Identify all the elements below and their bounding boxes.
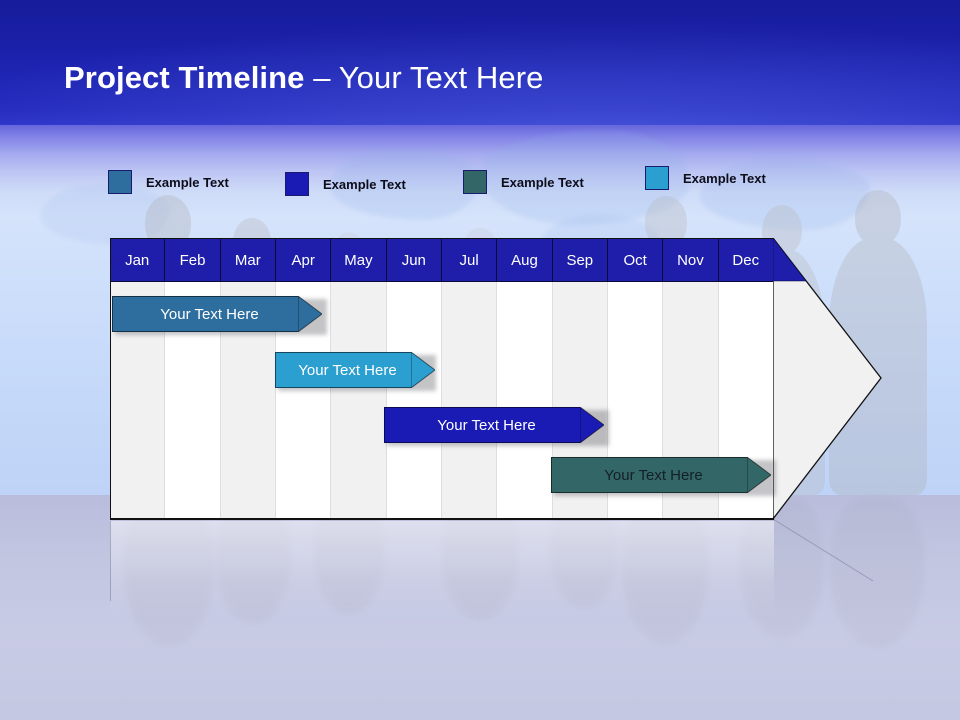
legend-swatch-teal-icon bbox=[463, 170, 487, 194]
page-title-separator: – bbox=[304, 60, 339, 95]
month-header-jan[interactable]: Jan bbox=[110, 239, 166, 281]
page-title: Project Timeline – Your Text Here bbox=[64, 60, 543, 96]
chart-reflection-left-edge bbox=[110, 521, 111, 601]
task-bar-2[interactable]: Your Text Here bbox=[275, 352, 435, 388]
chart-left-rule bbox=[110, 238, 111, 519]
task-bar-3-label: Your Text Here bbox=[437, 416, 536, 434]
gantt-column-jan bbox=[110, 238, 166, 519]
task-bar-1[interactable]: Your Text Here bbox=[112, 296, 322, 332]
gantt-column-jul bbox=[441, 238, 498, 519]
world-map-shape bbox=[40, 185, 170, 245]
timeline-arrowhead-shadow bbox=[773, 519, 874, 582]
gantt-chart: Jan Feb Mar Apr May Jun Jul Aug Sep Oct … bbox=[110, 238, 776, 520]
chart-floor-reflection bbox=[110, 521, 774, 617]
month-header-apr[interactable]: Apr bbox=[275, 239, 332, 281]
world-map-shape bbox=[330, 150, 480, 220]
task-bar-2-label: Your Text Here bbox=[298, 361, 397, 379]
gantt-column-feb bbox=[165, 238, 221, 519]
legend-label-1: Example Text bbox=[146, 174, 229, 190]
month-header-nov[interactable]: Nov bbox=[663, 239, 719, 281]
legend-item-3[interactable]: Example Text bbox=[463, 170, 584, 194]
floor-reflection bbox=[830, 496, 924, 648]
gantt-column-aug bbox=[497, 238, 553, 519]
chart-bottom-rule bbox=[110, 518, 774, 520]
task-bar-1-tip-icon bbox=[298, 296, 322, 332]
month-header-dec[interactable]: Dec bbox=[718, 239, 773, 281]
gantt-month-header: Jan Feb Mar Apr May Jun Jul Aug Sep Oct … bbox=[110, 238, 773, 281]
legend-swatch-cyan-icon bbox=[645, 166, 669, 190]
legend-label-2: Example Text bbox=[323, 176, 406, 192]
legend-item-4[interactable]: Example Text bbox=[645, 166, 766, 190]
task-bar-4-tip-icon bbox=[747, 457, 771, 493]
task-bar-3-tip-icon bbox=[580, 407, 604, 443]
world-map-shape bbox=[700, 160, 870, 230]
title-banner bbox=[0, 0, 960, 125]
task-bar-4[interactable]: Your Text Here bbox=[551, 457, 771, 493]
legend: Example Text Example Text Example Text E… bbox=[108, 164, 828, 200]
month-header-jul[interactable]: Jul bbox=[441, 239, 498, 281]
month-header-oct[interactable]: Oct bbox=[607, 239, 664, 281]
task-bar-4-label: Your Text Here bbox=[604, 466, 703, 484]
legend-item-2[interactable]: Example Text bbox=[285, 172, 406, 196]
task-bar-1-label: Your Text Here bbox=[160, 305, 259, 323]
month-header-feb[interactable]: Feb bbox=[165, 239, 221, 281]
legend-label-4: Example Text bbox=[683, 170, 766, 186]
legend-swatch-steel-blue-icon bbox=[108, 170, 132, 194]
month-header-jun[interactable]: Jun bbox=[386, 239, 442, 281]
timeline-arrowhead bbox=[773, 238, 882, 519]
page-title-bold: Project Timeline bbox=[64, 60, 305, 95]
month-header-sep[interactable]: Sep bbox=[552, 239, 608, 281]
page-title-rest: Your Text Here bbox=[338, 60, 544, 95]
gantt-column-mar bbox=[220, 238, 276, 519]
task-bar-2-tip-icon bbox=[411, 352, 435, 388]
month-header-mar[interactable]: Mar bbox=[220, 239, 276, 281]
legend-swatch-navy-icon bbox=[285, 172, 309, 196]
legend-label-3: Example Text bbox=[501, 174, 584, 190]
month-header-aug[interactable]: Aug bbox=[497, 239, 553, 281]
header-bottom-rule bbox=[110, 281, 773, 282]
legend-item-1[interactable]: Example Text bbox=[108, 170, 229, 194]
task-bar-3[interactable]: Your Text Here bbox=[384, 407, 604, 443]
banner-glow bbox=[0, 0, 960, 125]
month-header-may[interactable]: May bbox=[331, 239, 387, 281]
